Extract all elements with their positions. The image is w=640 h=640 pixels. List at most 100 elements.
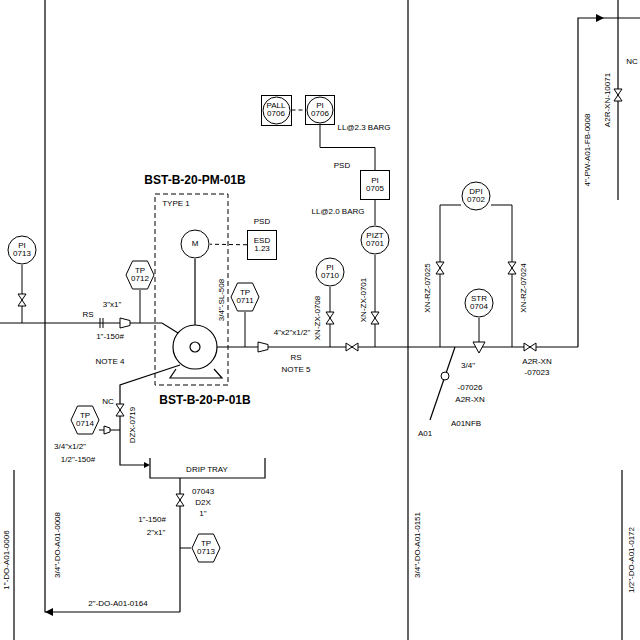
instrument-line — [245, 312, 246, 347]
callout-text: 3"x1" — [102, 301, 123, 309]
process-pipe — [217, 346, 258, 347]
instrument-line — [140, 290, 141, 323]
pump-symbol — [170, 369, 222, 378]
process-pipe — [578, 18, 640, 347]
interlock-box: ESD1.23 — [247, 230, 277, 260]
interlock-box: PI0705 — [360, 170, 390, 200]
valve-symbol — [508, 262, 516, 274]
instrument-letters: TP — [80, 412, 90, 420]
callout-text: A01NFB — [450, 420, 482, 428]
tag-number: 0711 — [236, 297, 253, 305]
valve-symbol — [473, 342, 485, 353]
callout-text: NC — [101, 398, 115, 406]
valve-symbol — [436, 262, 444, 274]
tag-number: 0710 — [321, 272, 339, 280]
line-number: 1"-DO-A01-0006 — [3, 529, 11, 590]
pump-symbol — [173, 325, 217, 369]
process-pipe — [45, 0, 180, 612]
tag-number: 0712 — [131, 275, 149, 283]
callout-text: 2"x1" — [146, 529, 167, 537]
instrument-letters: TP — [135, 267, 145, 275]
process-pipe — [130, 323, 178, 333]
tag-number: 0713 — [197, 548, 215, 556]
test-point-tag: TP0714 — [70, 405, 100, 435]
test-point-tag: TP0713 — [191, 533, 221, 563]
instrument-letters: PI — [18, 242, 26, 250]
shared-display-tag: PALL0706 — [261, 95, 292, 126]
tag-outline — [263, 97, 290, 124]
tag-outline — [462, 182, 490, 210]
equipment-tag: BST-B-20-PM-01B — [143, 174, 246, 186]
instrument-line — [440, 205, 461, 347]
callout-text: A2R-XN — [521, 358, 552, 366]
skid-boundary — [155, 194, 228, 385]
tag-number: 0706 — [311, 110, 329, 118]
tag-outline — [261, 95, 291, 125]
valve-symbol — [614, 89, 622, 101]
tag-outline — [306, 96, 335, 125]
tag-number: 0702 — [467, 196, 485, 204]
process-pipe — [13, 470, 14, 640]
callout-text: 1" — [198, 510, 207, 518]
flow-arrow — [45, 608, 53, 616]
instrument-line — [100, 318, 103, 328]
instrument-bubble: M — [180, 229, 210, 259]
callout-text: -07023 — [524, 369, 551, 377]
tag-outline — [307, 97, 333, 123]
callout-text: 3/4" — [460, 362, 476, 370]
pump-symbol — [190, 342, 200, 352]
signal-line — [375, 200, 376, 225]
flow-arrow — [596, 14, 604, 22]
line-number: 3/4"-DO-A01-0151 — [414, 511, 422, 579]
callout-text: PSD — [253, 218, 271, 226]
tag-outline — [71, 406, 99, 434]
tag-number: 0705 — [366, 185, 384, 193]
instrument-letters: STR — [471, 295, 487, 303]
drip-tray — [150, 458, 265, 478]
valve-symbol — [441, 372, 449, 380]
instrument-letters: PALL — [267, 102, 286, 110]
instrument-letters: PI — [371, 177, 379, 185]
callout-text: 07043 — [191, 488, 215, 496]
signal-line — [210, 244, 247, 246]
reducer-symbol — [258, 342, 268, 352]
instrument-letters: ESD — [254, 237, 270, 245]
instrument-line — [180, 548, 191, 549]
tag-outline — [231, 283, 259, 311]
callout-text: NC — [625, 58, 639, 66]
tag-outline — [181, 230, 209, 258]
callout-text: DZX-0719 — [129, 406, 137, 444]
callout-text: XN-ZX-0701 — [360, 277, 368, 323]
tag-outline — [361, 171, 390, 200]
tag-number: 0714 — [76, 420, 94, 428]
callout-text: XN-RZ-07024 — [520, 262, 528, 313]
callout-text: A2R-XN-10071 — [604, 72, 612, 128]
tag-outline — [8, 236, 36, 264]
valve-symbol — [18, 294, 26, 306]
tag-number: 0713 — [13, 250, 31, 258]
callout-text: RS — [81, 311, 94, 319]
callout-text: -07026 — [457, 384, 484, 392]
process-pipe — [407, 0, 408, 640]
valve-symbol — [326, 312, 334, 324]
line-number: 1/2"-DO-A01-0172 — [628, 526, 636, 594]
callout-text: XN-RZ-07025 — [424, 262, 432, 313]
pump-symbol — [170, 259, 222, 378]
process-pipe — [430, 347, 455, 420]
instrument-line — [375, 255, 376, 347]
line-number: 2"-DO-A01-0164 — [87, 600, 148, 608]
valve-symbol — [116, 404, 124, 416]
skid-boundary — [155, 194, 228, 385]
instrument-bubble: STR0704 — [464, 288, 494, 318]
test-point-tag: TP0712 — [125, 260, 155, 290]
tag-number: 1.23 — [254, 245, 270, 253]
pump-symbol — [194, 259, 195, 325]
line-number: 3/4"-DO-A01-0008 — [54, 511, 62, 579]
callout-text: NOTE 4 — [95, 358, 126, 366]
callout-text: 3/4"-SL-508 — [218, 278, 226, 322]
tag-outline — [248, 231, 277, 260]
tag-outline — [361, 226, 389, 254]
instrument-letters: TP — [201, 540, 211, 548]
process-pipe — [120, 365, 180, 465]
